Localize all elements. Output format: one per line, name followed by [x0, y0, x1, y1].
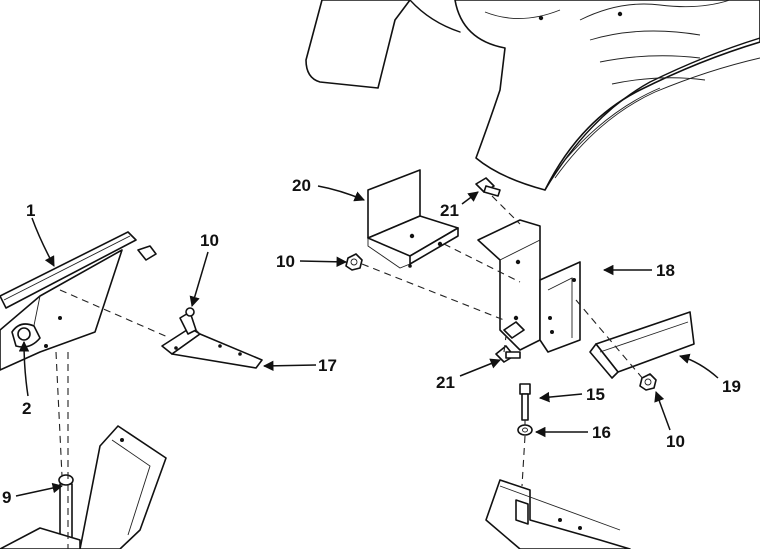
- fastener-16-washer: [517, 424, 533, 436]
- callout-10-right: 10: [666, 432, 685, 451]
- callout-2: 2: [22, 399, 31, 418]
- callout-19: 19: [722, 377, 741, 396]
- lower-right-frame: [485, 479, 631, 549]
- callout-16: 16: [592, 423, 611, 442]
- callout-labels: 1 2 9 10 17 20 10 21 18 21 19 15 16 10: [2, 176, 741, 507]
- part-17-angle-bracket: [161, 307, 263, 369]
- part-19-channel: [589, 311, 695, 379]
- callout-10-left: 10: [200, 231, 219, 250]
- leader-lines: [15, 185, 719, 497]
- fastener-21-upper: [475, 177, 501, 197]
- callout-21-lower: 21: [436, 373, 455, 392]
- fastener-21-lower: [495, 345, 521, 363]
- part-2-panel: [0, 249, 123, 371]
- part-18-bracket: [477, 219, 581, 353]
- fastener-10-nut-right: [639, 373, 657, 391]
- callout-20: 20: [292, 176, 311, 195]
- callout-15: 15: [586, 385, 605, 404]
- callout-1: 1: [26, 201, 35, 220]
- part-20-bracket: [367, 169, 459, 269]
- assembly-lines: [55, 195, 645, 549]
- callout-18: 18: [656, 261, 675, 280]
- callout-17: 17: [318, 356, 337, 375]
- callout-10-center: 10: [276, 252, 295, 271]
- fender-assembly: [305, 0, 760, 191]
- callout-9: 9: [2, 488, 11, 507]
- fastener-10-nut-center: [345, 253, 363, 271]
- lower-left-bracket: [0, 425, 167, 549]
- part-1-strip: [0, 231, 157, 309]
- callout-21-upper: 21: [440, 201, 459, 220]
- fastener-15-bolt: [519, 383, 531, 421]
